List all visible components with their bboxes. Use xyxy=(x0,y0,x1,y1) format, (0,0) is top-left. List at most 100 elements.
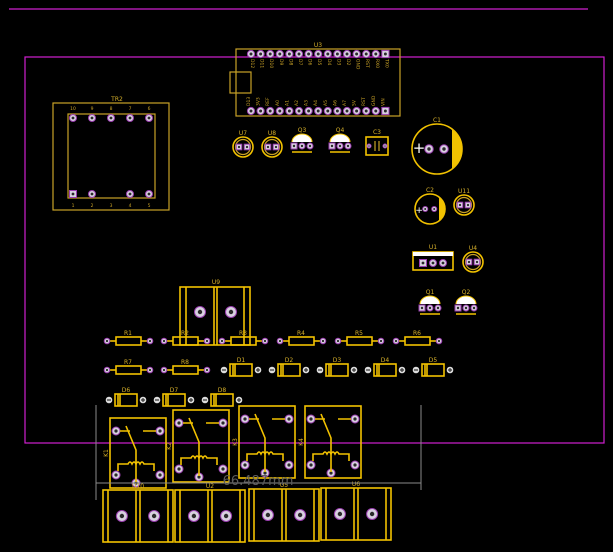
ref-label: D3 xyxy=(333,357,342,364)
pin-label: RST xyxy=(361,97,367,106)
terminal-u2[interactable]: U2 xyxy=(174,483,246,543)
drill-hole xyxy=(441,261,445,265)
drill-hole xyxy=(297,512,303,518)
drill-hole xyxy=(249,52,253,56)
usb-connector xyxy=(229,71,252,94)
pin-label: A7 xyxy=(342,100,348,106)
terminal-u5[interactable]: U5 xyxy=(248,482,320,542)
resistor-r5[interactable]: R5 xyxy=(334,330,385,346)
drill-hole xyxy=(237,145,241,149)
drill-hole xyxy=(158,429,162,433)
diode-d1[interactable]: D1 xyxy=(220,357,262,377)
resistor-r6[interactable]: R6 xyxy=(392,330,443,346)
drill-hole xyxy=(287,463,291,467)
terminal-u6[interactable]: U6 xyxy=(320,481,392,541)
drill-hole xyxy=(263,471,267,475)
drill-hole xyxy=(329,471,333,475)
drill-hole xyxy=(353,417,357,421)
drill-hole xyxy=(205,368,209,372)
drill-hole xyxy=(383,52,387,56)
diode-d8[interactable]: D8 xyxy=(201,387,243,407)
drill-hole xyxy=(162,368,166,372)
resistor-r4[interactable]: R4 xyxy=(276,330,327,346)
relay-k3[interactable]: K3 xyxy=(232,405,296,479)
resistor-r1[interactable]: R1 xyxy=(103,330,154,346)
drill-hole xyxy=(177,421,181,425)
drill-hole xyxy=(374,109,378,113)
drill-hole xyxy=(228,309,234,315)
ref-label: K2 xyxy=(166,442,173,450)
drill-hole xyxy=(394,339,398,343)
ref-label: 5 xyxy=(148,203,151,209)
relay-k1[interactable]: K1 xyxy=(103,417,167,489)
drill-hole xyxy=(424,207,427,211)
pin-label: GND xyxy=(355,59,361,70)
ref-label: R1 xyxy=(124,330,132,337)
drill-hole xyxy=(191,513,197,519)
pin-label: A4 xyxy=(313,100,319,106)
diode-d7[interactable]: D7 xyxy=(153,387,195,407)
ref-label: C3 xyxy=(373,129,381,136)
drill-hole xyxy=(266,145,270,149)
pin-label: A5 xyxy=(323,100,329,106)
drill-hole xyxy=(437,339,441,343)
pin-label: TX0 xyxy=(383,58,389,68)
pin-label: A2 xyxy=(294,100,300,106)
resistor-r7[interactable]: R7 xyxy=(103,359,154,375)
drill-hole xyxy=(151,513,157,519)
drill-hole xyxy=(383,109,387,113)
drill-hole xyxy=(220,339,224,343)
drill-hole xyxy=(374,52,378,56)
drill-hole xyxy=(105,339,109,343)
ref-label: 4 xyxy=(129,203,132,209)
ref-label: K1 xyxy=(103,449,110,457)
drill-hole xyxy=(309,417,313,421)
drill-hole xyxy=(278,109,282,113)
drill-hole xyxy=(109,116,113,120)
diode-d6[interactable]: D6 xyxy=(105,387,147,407)
drill-hole xyxy=(268,52,272,56)
resistor-r2[interactable]: R2 xyxy=(160,330,211,346)
drill-hole xyxy=(384,145,386,147)
resistor-r8[interactable]: R8 xyxy=(160,359,211,375)
drill-hole xyxy=(345,52,349,56)
drill-hole xyxy=(105,368,109,372)
drill-hole xyxy=(475,260,479,264)
drill-hole xyxy=(368,145,370,147)
ref-label: U2 xyxy=(206,483,214,490)
pin-label: D8 xyxy=(287,59,293,65)
resistor-r3[interactable]: R3 xyxy=(218,330,269,346)
relay-k4[interactable]: K4 xyxy=(298,405,362,479)
diode-d3[interactable]: D3 xyxy=(316,357,358,377)
pin-label: 5V xyxy=(352,99,358,106)
drill-hole xyxy=(245,145,249,149)
drill-hole xyxy=(431,261,435,265)
pin-label: D10 xyxy=(268,59,274,68)
diode-d5[interactable]: D5 xyxy=(412,357,454,377)
drill-hole xyxy=(71,116,75,120)
drill-hole xyxy=(263,339,267,343)
ref-label: D4 xyxy=(381,357,390,364)
pin-label: D11 xyxy=(259,59,265,68)
relay-k2[interactable]: K2 xyxy=(166,409,230,483)
ref-label: 3 xyxy=(110,203,113,209)
drill-hole xyxy=(433,207,436,211)
terminal-u10[interactable]: U10 xyxy=(102,483,174,543)
ref-label: D7 xyxy=(170,387,179,394)
pin-label: D9 xyxy=(278,59,284,65)
ref-label: R6 xyxy=(413,330,421,337)
pin-label: D13 xyxy=(246,97,252,106)
diode-d4[interactable]: D4 xyxy=(364,357,406,377)
drill-hole xyxy=(364,109,368,113)
drill-hole xyxy=(223,513,229,519)
diode-d2[interactable]: D2 xyxy=(268,357,310,377)
ref-label: U8 xyxy=(268,130,276,137)
